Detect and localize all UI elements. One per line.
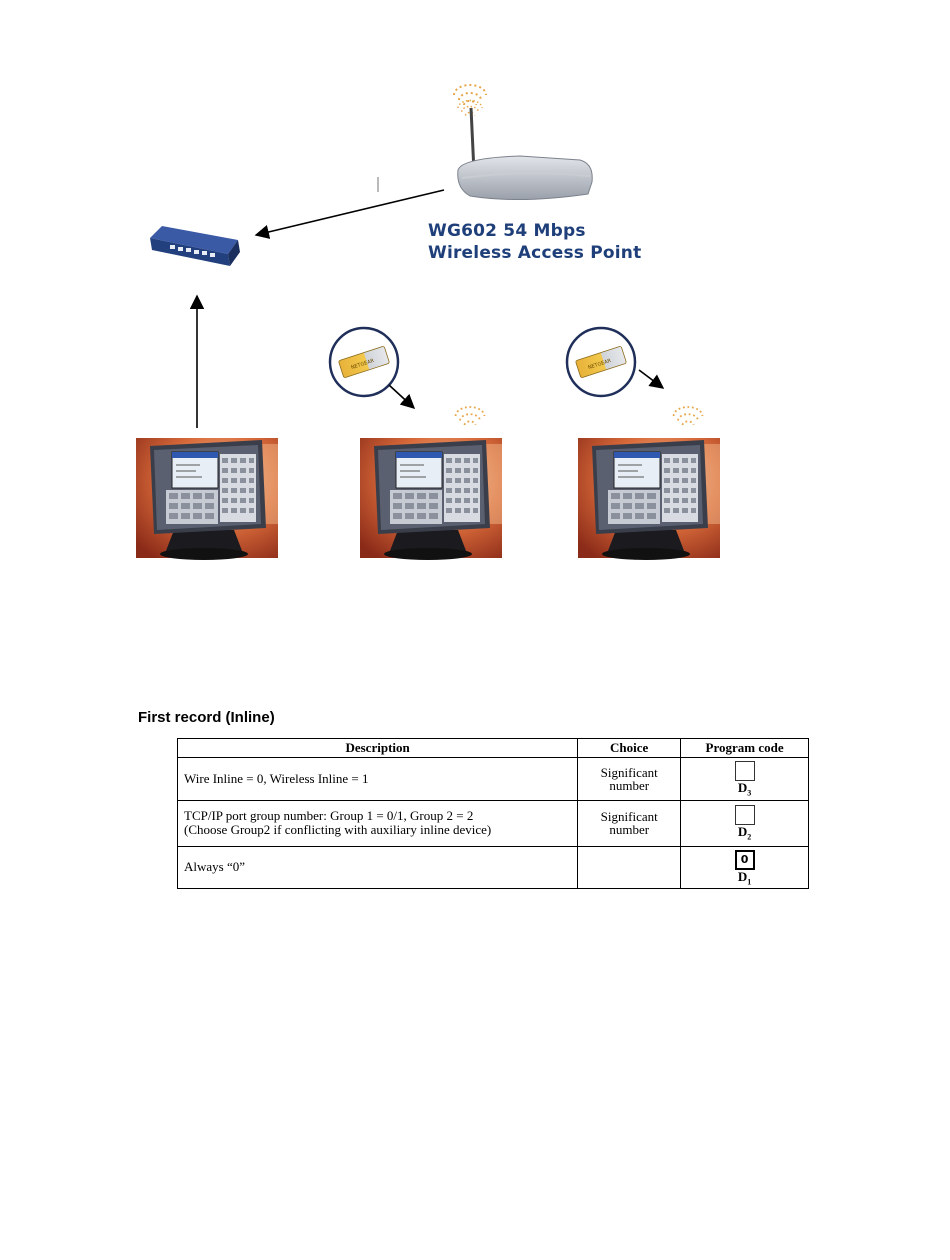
row-description: Always “0” (176, 845, 579, 890)
wifi-signal-icon (672, 406, 704, 426)
description-line: (Choose Group2 if conflicting with auxil… (184, 822, 492, 838)
access-point-icon (453, 84, 593, 201)
description-line: TCP/IP port group number: Group 1 = 0/1,… (184, 808, 474, 824)
digit-label: D3 (681, 780, 808, 800)
access-point-label-line2: Wireless Access Point (428, 243, 642, 263)
header-program-code: Program code (680, 738, 809, 758)
row-choice (577, 845, 682, 890)
network-switch-icon (150, 226, 240, 266)
pos-terminal-icon (359, 437, 503, 561)
program-code-box[interactable] (734, 805, 755, 826)
access-point-label: WG602 54 Mbps Wireless Access Point (428, 220, 688, 264)
wireless-card-icon: NETGEAR (328, 326, 400, 398)
network-diagram: NETGEAR NETGEAR (135, 84, 721, 561)
digit-letter: D (737, 780, 748, 795)
header-description: Description (176, 738, 579, 758)
description-line: Always “0” (184, 859, 246, 875)
row-program-code: 0 D1 (680, 845, 809, 890)
choice-line: Significant (600, 764, 658, 780)
pos-terminal-icon (577, 437, 721, 561)
card-arrow-2 (388, 384, 416, 409)
description-line: Wire Inline = 0, Wireless Inline = 1 (184, 770, 369, 786)
table-row: Always “0” 0 D1 (176, 845, 809, 890)
row-program-code: D3 (680, 757, 809, 801)
program-code-box[interactable]: 0 (734, 849, 755, 870)
access-point-label-line1: WG602 54 Mbps (428, 221, 586, 241)
card-arrow-3 (638, 369, 665, 389)
digit-label: D1 (681, 868, 808, 889)
section-title: First record (Inline) (138, 709, 275, 726)
pos-terminal-icon (135, 437, 279, 561)
program-code-table: Description Choice Program code Wire Inl… (176, 738, 809, 890)
row-choice: Significant number (577, 799, 682, 847)
digit-letter: D (737, 868, 748, 884)
table-header-row: Description Choice Program code (176, 738, 809, 758)
digit-subscript: 2 (747, 832, 752, 842)
row-choice: Significant number (577, 757, 682, 801)
digit-letter: D (737, 824, 748, 840)
program-code-box[interactable] (734, 761, 755, 781)
digit-subscript: 1 (747, 877, 752, 887)
choice-line: Significant (600, 809, 658, 825)
table-row: TCP/IP port group number: Group 1 = 0/1,… (176, 799, 809, 847)
row-description: Wire Inline = 0, Wireless Inline = 1 (176, 757, 579, 801)
wireless-card-icon: NETGEAR (565, 326, 637, 398)
table-row: Wire Inline = 0, Wireless Inline = 1 Sig… (176, 757, 809, 801)
choice-line: number (609, 777, 650, 793)
header-choice: Choice (577, 738, 682, 758)
wifi-signal-icon (454, 406, 486, 426)
digit-label: D2 (681, 824, 808, 844)
choice-line: number (609, 822, 650, 838)
ap-to-switch-arrow (254, 189, 445, 239)
row-description: TCP/IP port group number: Group 1 = 0/1,… (176, 799, 579, 847)
row-program-code: D2 (680, 799, 809, 847)
digit-subscript: 3 (747, 788, 752, 798)
